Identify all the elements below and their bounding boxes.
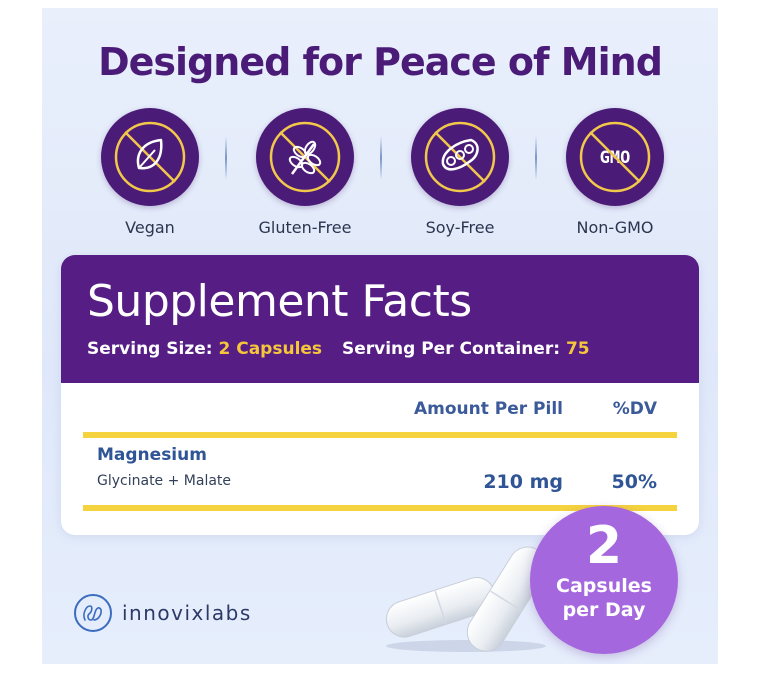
nutrient-form: Glycinate + Malate (97, 473, 232, 489)
badge-row: Vegan Gluten-Free (42, 108, 718, 248)
dose-line-2: per Day (562, 599, 646, 621)
badge-divider (535, 136, 537, 180)
gmo-icon: GMO (566, 108, 664, 206)
divider-bar (83, 505, 677, 511)
capsules-image (385, 546, 548, 652)
col-dv-header: %DV (612, 399, 657, 419)
badge-label: Soy-Free (425, 218, 495, 237)
facts-title: Supplement Facts (87, 276, 472, 327)
badge-non-gmo: GMO Non-GMO (545, 108, 685, 237)
badge-label: Gluten-Free (258, 218, 352, 237)
headline: Designed for Peace of Mind (98, 40, 663, 84)
col-amount-header: Amount Per Pill (413, 399, 563, 419)
divider-bar (83, 432, 677, 438)
nutrient-amount: 210 mg (483, 471, 563, 493)
nutrient-dv: 50% (611, 471, 657, 493)
badge-label: Non-GMO (576, 218, 654, 237)
badge-divider (225, 136, 227, 180)
per-container-label: Serving Per Container: (341, 339, 561, 359)
badge-vegan: Vegan (80, 108, 220, 237)
serving-size-value: 2 Capsules (218, 339, 323, 359)
dose-badge: 2 Capsules per Day (530, 506, 678, 654)
brand-name: innovixlabs (122, 601, 252, 625)
serving-size-label: Serving Size: (87, 339, 213, 359)
product-image: Designed for Peace of Mind Vegan (42, 8, 718, 664)
soybean-icon (411, 108, 509, 206)
dose-line-1: Capsules (556, 575, 652, 597)
badge-gluten-free: Gluten-Free (235, 108, 375, 237)
badge-divider (380, 136, 382, 180)
supplement-facts-panel: Supplement Facts Serving Size: 2 Capsule… (61, 255, 699, 535)
nutrient-name: Magnesium (97, 445, 207, 465)
badge-soy-free: Soy-Free (390, 108, 530, 237)
wheat-icon (256, 108, 354, 206)
dose-number: 2 (585, 516, 623, 576)
column-headers: Amount Per Pill %DV (61, 399, 699, 425)
serving-info: Serving Size: 2 Capsules Serving Per Con… (87, 339, 673, 359)
facts-header: Supplement Facts Serving Size: 2 Capsule… (61, 255, 699, 383)
per-container-value: 75 (565, 339, 590, 359)
brand-mark-icon (74, 594, 112, 632)
badge-label: Vegan (125, 218, 175, 237)
brand-logo: innovixlabs (74, 593, 252, 633)
leaf-icon (101, 108, 199, 206)
